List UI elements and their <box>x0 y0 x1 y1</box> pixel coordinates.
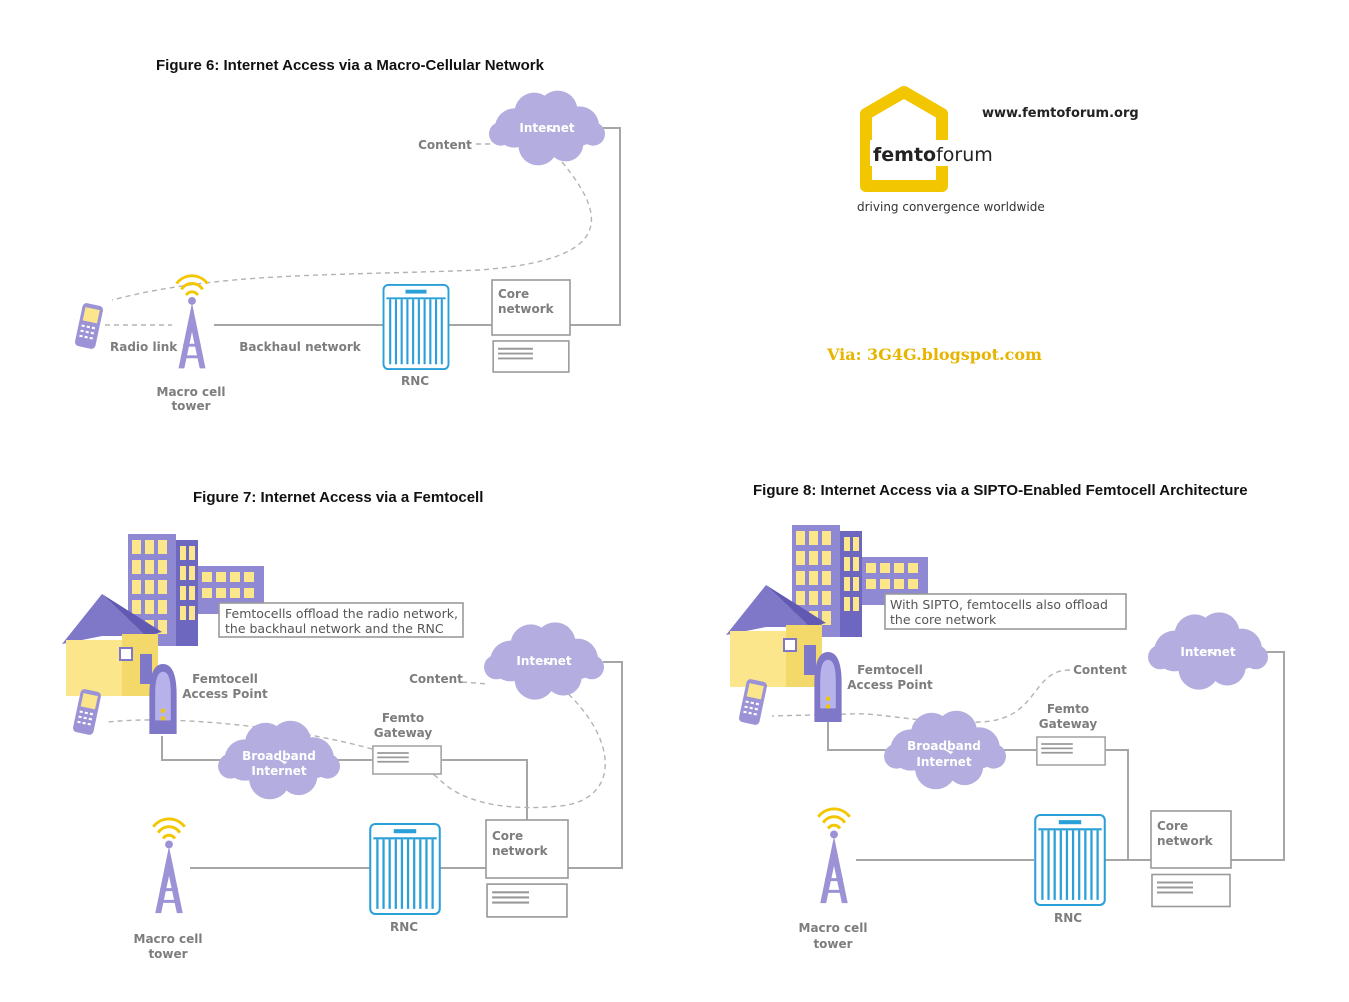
fig7-rnc-icon <box>369 823 441 915</box>
fig6-internet-core-link <box>570 127 621 326</box>
fig6-server <box>492 340 570 373</box>
fig7-content-line <box>461 681 489 685</box>
fig8-content-path <box>771 669 1071 723</box>
via-credit: Via: 3G4G.blogspot.com <box>826 345 1042 364</box>
fig7-server <box>486 883 568 918</box>
fig8-callout-line-2: the core network <box>890 612 997 627</box>
figure-6-title: Figure 6: Internet Access via a Macro-Ce… <box>156 57 545 74</box>
fig7-content-path <box>107 687 606 809</box>
fig7-core-network-box <box>485 819 569 879</box>
fig8-femto-gw-server <box>1036 736 1106 766</box>
fig7-callout-line-2: the backhaul network and the RNC <box>225 621 444 636</box>
fig8-server <box>1151 873 1231 908</box>
fig6-radio-link-label: Radio link <box>110 340 178 354</box>
figure-8-title: Figure 8: Internet Access via a SIPTO-En… <box>753 482 1248 499</box>
fig6-phone-icon <box>74 302 104 350</box>
fig7-gw-core-link <box>442 759 528 820</box>
fig6-core-network-box <box>491 279 571 336</box>
femtoforum-logo: femtoforum www.femtoforum.org driving co… <box>857 86 1139 214</box>
fig7-content-label: Content <box>409 672 463 686</box>
figure-6: Figure 6: Internet Access via a Macro-Ce… <box>74 57 621 413</box>
fig8-femto-gw-label-1: Femto <box>1047 702 1089 716</box>
fig7-femto-ap-icon <box>149 663 177 735</box>
fig7-core-label-1: Core <box>492 829 523 843</box>
fig8-internet-core-link <box>1231 651 1285 861</box>
fig7-tower-icon <box>151 817 187 915</box>
fig6-rnc-icon <box>382 284 450 370</box>
fig6-tower-label-1: Macro cell <box>157 385 226 399</box>
fig7-femto-ap-label-2: Access Point <box>182 687 268 701</box>
fig7-internet-label: Internet <box>516 654 571 668</box>
fig8-content-label: Content <box>1073 663 1127 677</box>
fig6-rnc-label: RNC <box>401 374 429 388</box>
fig7-ap-broadband-link <box>161 736 222 761</box>
fig8-tower-label-2: tower <box>813 937 852 951</box>
fig7-callout-line-1: Femtocells offload the radio network, <box>225 606 458 621</box>
fig7-core-label-2: network <box>492 844 549 858</box>
figure-7-title: Figure 7: Internet Access via a Femtocel… <box>193 489 483 506</box>
fig7-tower-label-1: Macro cell <box>134 932 203 946</box>
fig8-ap-broadband-link <box>827 722 888 751</box>
fig8-core-label-1: Core <box>1157 819 1188 833</box>
fig8-broadband-label-1: Broadband <box>907 739 981 753</box>
fig6-internet-label: Internet <box>519 121 574 135</box>
fig8-femto-gw-label-2: Gateway <box>1039 717 1098 731</box>
fig8-broadband-label-2: Internet <box>916 755 971 769</box>
fig7-callout-box <box>218 602 464 638</box>
fig7-rnc-label: RNC <box>390 920 418 934</box>
fig6-content-label: Content <box>418 138 472 152</box>
fig7-broadband-label-2: Internet <box>251 764 306 778</box>
fig8-callout-box <box>884 593 1127 630</box>
logo-url: www.femtoforum.org <box>982 106 1139 121</box>
figure-8: Figure 8: Internet Access via a SIPTO-En… <box>725 482 1285 951</box>
fig7-femto-gw-server <box>372 745 442 775</box>
fig8-internet-label: Internet <box>1180 645 1235 659</box>
figure-7: Figure 7: Internet Access via a Femtocel… <box>61 489 623 961</box>
fig6-backhaul-label: Backhaul network <box>239 340 361 354</box>
fig8-core-label-2: network <box>1157 834 1214 848</box>
fig8-rnc-icon <box>1034 814 1106 906</box>
fig8-gw-core-link <box>1106 749 1151 861</box>
fig6-core-label-1: Core <box>498 287 529 301</box>
fig6-tower-icon <box>175 274 209 370</box>
fig6-tower-label-2: tower <box>171 399 210 413</box>
fig8-femto-ap-label-2: Access Point <box>847 678 933 692</box>
fig8-rnc-label: RNC <box>1054 911 1082 925</box>
logo-tagline: driving convergence worldwide <box>857 200 1045 214</box>
fig7-broadband-label-1: Broadband <box>242 749 316 763</box>
fig7-femto-gw-label-2: Gateway <box>374 726 433 740</box>
fig7-internet-core-link <box>568 661 623 869</box>
fig7-tower-label-2: tower <box>148 947 187 961</box>
fig6-core-label-2: network <box>498 302 555 316</box>
fig8-tower-icon <box>816 807 852 905</box>
fig8-femto-ap-icon <box>814 651 842 723</box>
fig8-femto-ap-label-1: Femtocell <box>857 663 923 677</box>
logo-brand: femtoforum <box>873 144 993 166</box>
fig7-femto-gw-label-1: Femto <box>382 711 424 725</box>
fig8-core-network-box <box>1150 810 1232 869</box>
fig8-tower-label-1: Macro cell <box>799 921 868 935</box>
fig7-femto-ap-label-1: Femtocell <box>192 672 258 686</box>
fig8-callout-line-1: With SIPTO, femtocells also offload <box>890 597 1108 612</box>
house-logo-icon <box>860 86 948 192</box>
